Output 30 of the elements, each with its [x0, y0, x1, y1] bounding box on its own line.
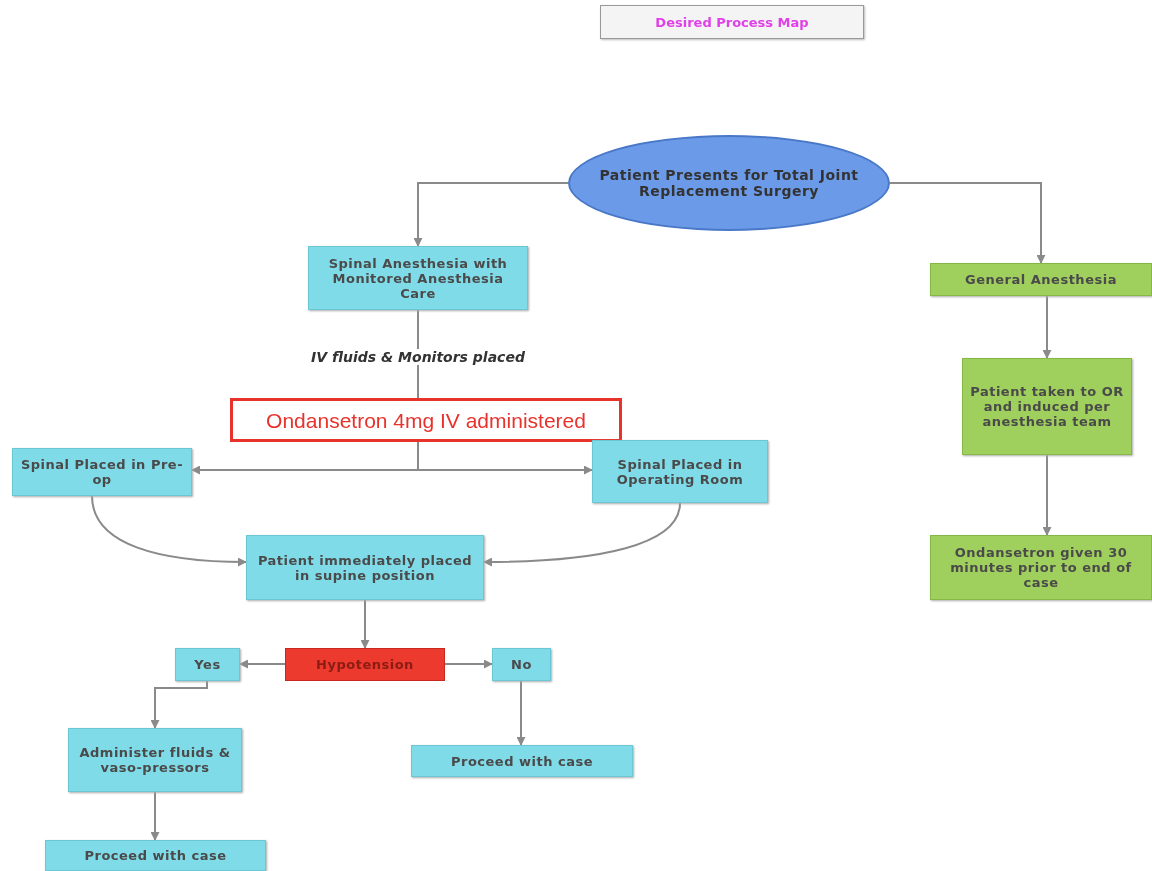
highlight-box: Ondansetron 4mg IV administered — [230, 398, 622, 442]
arrow — [483, 502, 681, 567]
process-box: Ondansetron given 30 minutes prior to end of case — [930, 535, 1152, 600]
process-box: Spinal Placed in Pre-op — [12, 448, 192, 496]
arrow — [413, 182, 569, 247]
arrow — [239, 659, 286, 669]
process-box: Spinal Placed in Operating Room — [592, 440, 768, 503]
process-box: Yes — [175, 648, 240, 681]
arrow — [444, 659, 493, 669]
process-box: Patient taken to OR and induced per anesthesia team — [962, 358, 1132, 455]
arrow — [516, 680, 526, 746]
arrow — [1042, 295, 1052, 359]
edge-label: IV fluids & Monitors placed — [309, 349, 527, 365]
start-oval: Patient Presents for Total Joint Replacement Surgery — [568, 135, 890, 231]
process-box: General Anesthesia — [930, 263, 1152, 296]
title-box: Desired Process Map — [600, 5, 864, 39]
process-box: No — [492, 648, 551, 681]
process-box: Administer fluids & vaso-pressors — [68, 728, 242, 792]
arrow — [417, 441, 593, 475]
arrow — [1042, 454, 1052, 536]
arrow — [360, 599, 370, 649]
process-box: Spinal Anesthesia with Monitored Anesthesia Care — [308, 246, 528, 310]
arrow — [889, 182, 1046, 264]
process-box: Patient immediately placed in supine position — [246, 535, 484, 600]
arrow — [150, 791, 160, 841]
process-box: Proceed with case — [45, 840, 266, 871]
decision-box: Hypotension — [285, 648, 445, 681]
arrow — [150, 680, 208, 729]
process-box: Proceed with case — [411, 745, 633, 777]
arrow — [91, 495, 247, 567]
